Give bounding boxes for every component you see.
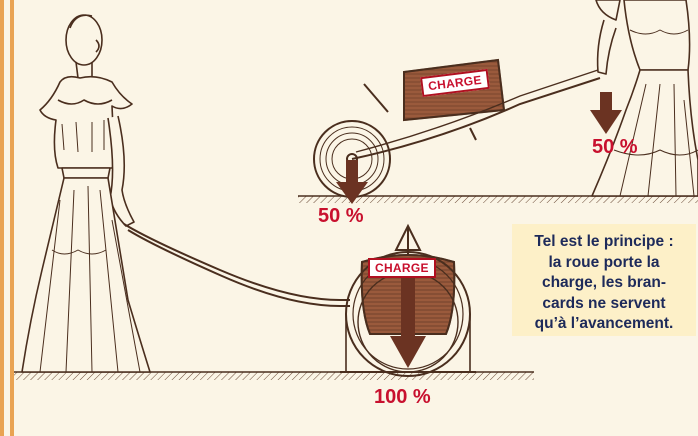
cart-handle [123,223,350,307]
cart-wheel-percent: 100 % [374,386,431,408]
caption-line: cards ne servent [542,294,666,312]
caption-line: la roue porte la [548,253,660,271]
lower-ground [14,371,534,380]
caption-line: Tel est le principe : [534,233,674,250]
left-border [0,0,14,436]
wheelbarrow-handle-arrow [590,92,622,134]
woman-left-figure [21,14,151,373]
cart-load-arrow [390,276,426,368]
caption-line: qu’à l’avancement. [534,315,674,332]
wheelbarrow-wheel-percent: 50 % [318,205,364,227]
wheelbarrow-wheel-arrow [336,160,368,204]
wheelbarrow-handle-percent: 50 % [592,136,638,158]
caption-line: charge, les bran- [541,274,667,291]
woman-right-figure [591,0,698,197]
cart-charge-label: CHARGE [368,258,436,278]
caption-box: Tel est le principe : la roue porte la c… [512,224,696,336]
